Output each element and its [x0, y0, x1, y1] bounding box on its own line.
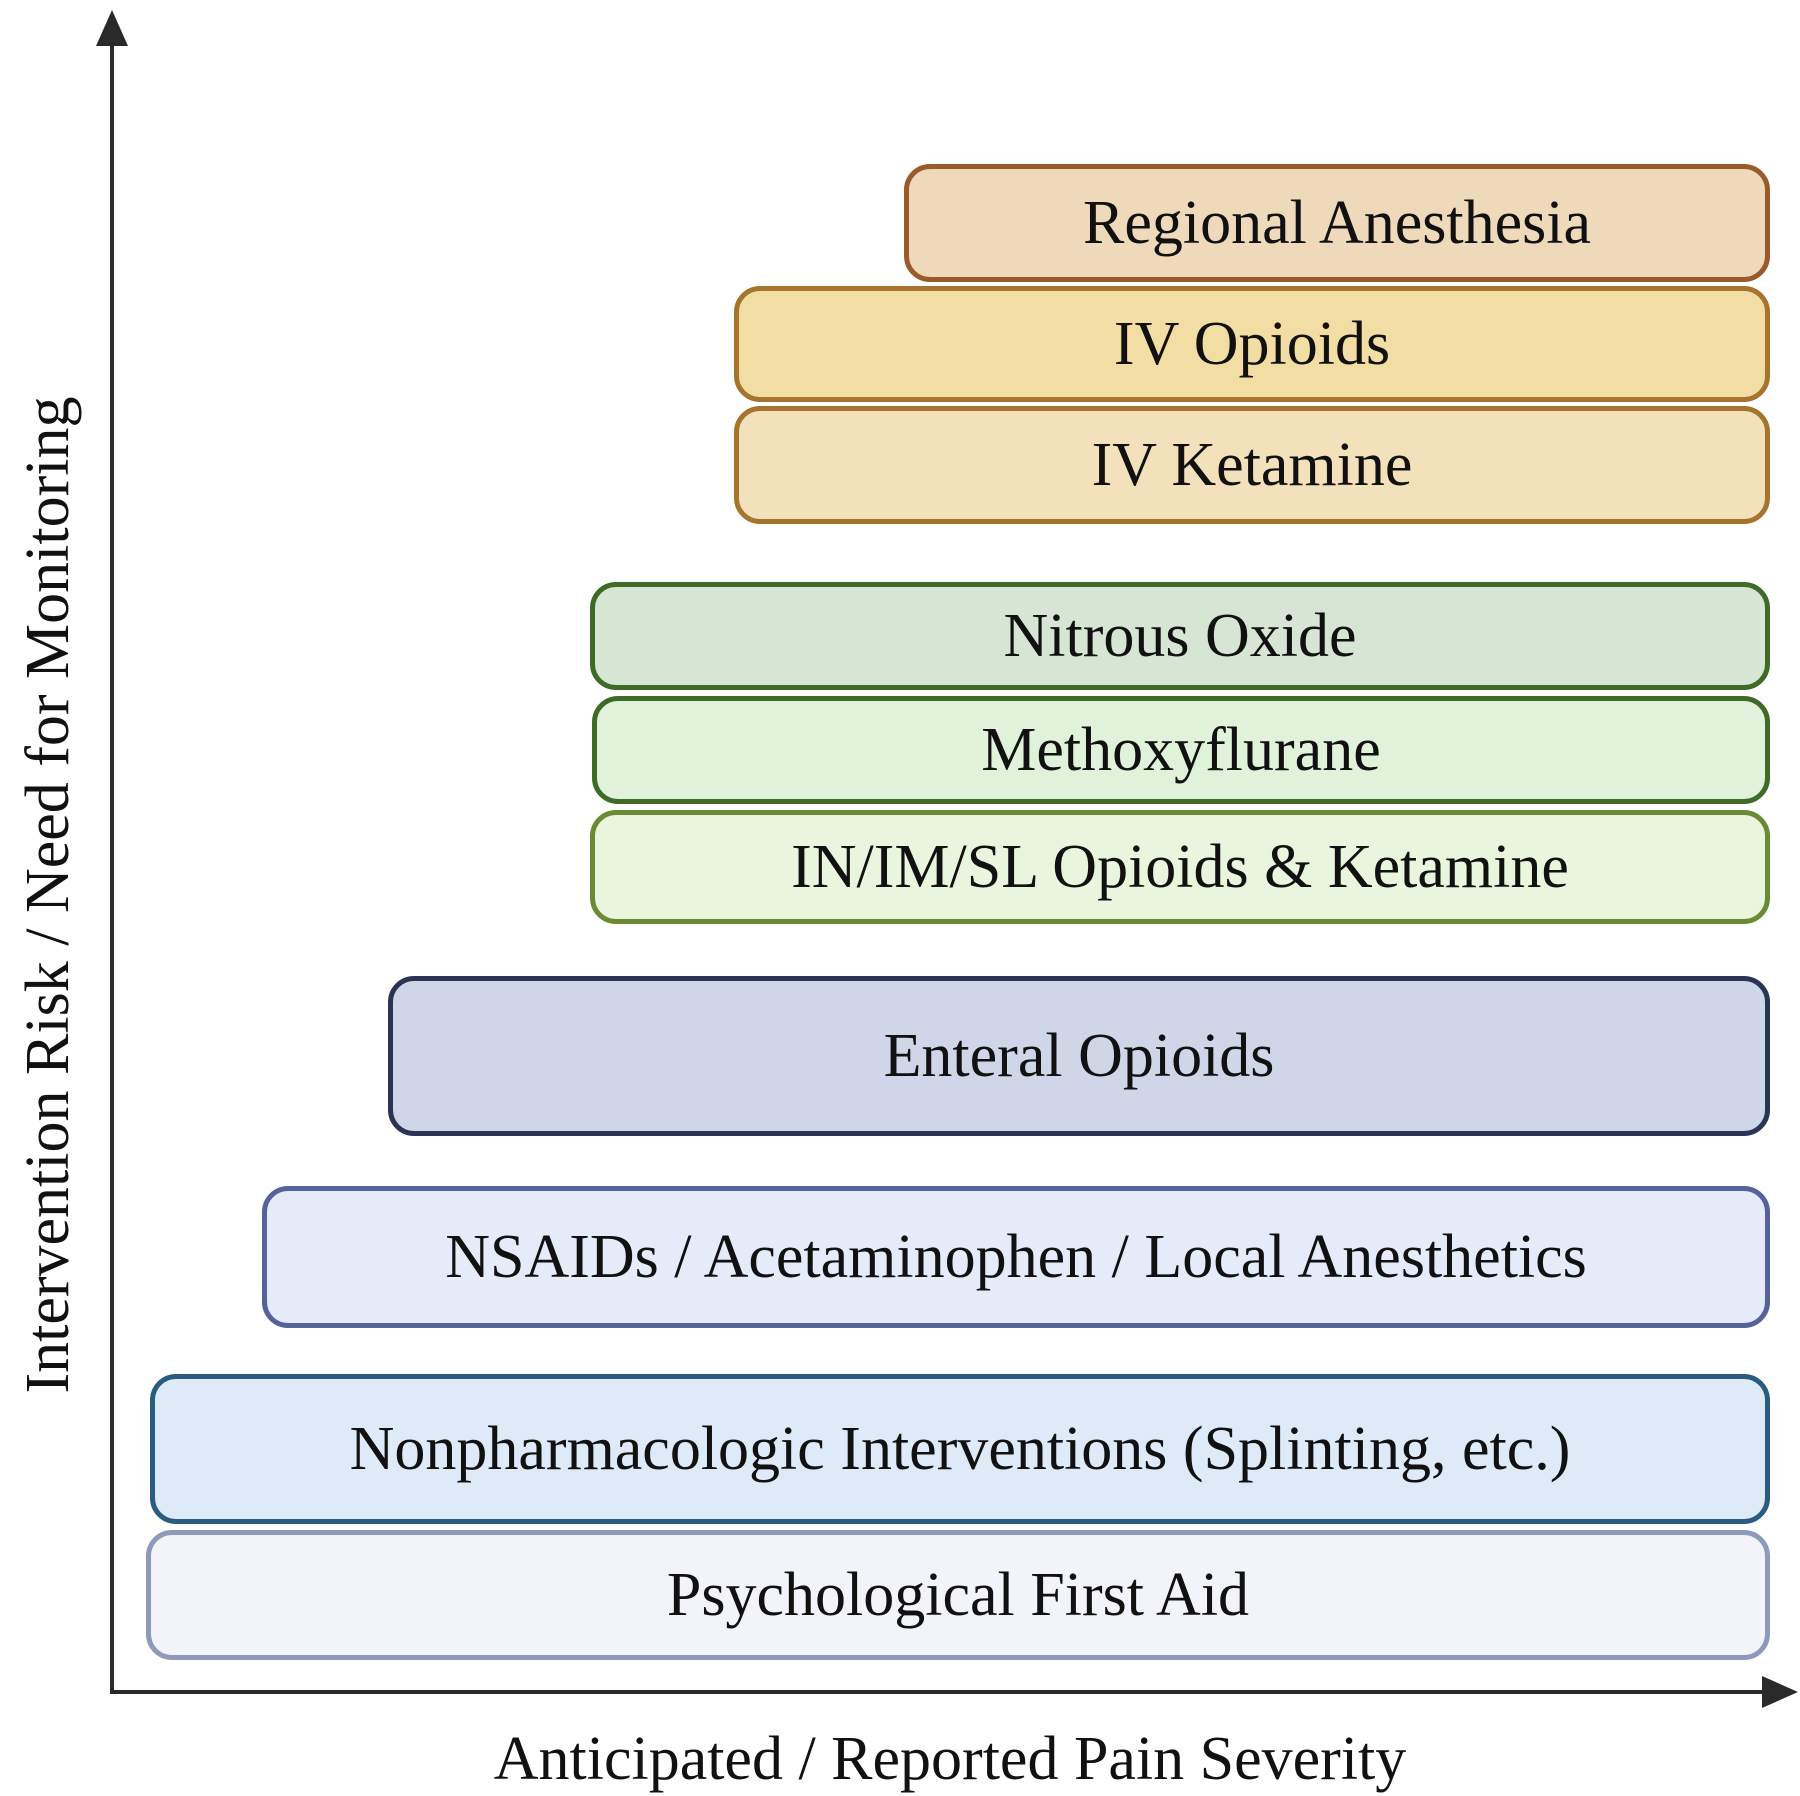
band-nsaids-acetaminophen-local-anesthetics: NSAIDs / Acetaminophen / Local Anestheti… — [262, 1186, 1770, 1328]
band-enteral-opioids: Enteral Opioids — [388, 976, 1770, 1136]
band-label: IN/IM/SL Opioids & Ketamine — [791, 833, 1569, 901]
band-label: NSAIDs / Acetaminophen / Local Anestheti… — [445, 1223, 1587, 1291]
band-regional-anesthesia: Regional Anesthesia — [904, 164, 1770, 282]
band-in-im-sl-opioids-ketamine: IN/IM/SL Opioids & Ketamine — [590, 810, 1770, 924]
band-label: Nonpharmacologic Interventions (Splintin… — [349, 1415, 1571, 1483]
band-label: IV Opioids — [1113, 310, 1391, 378]
band-label: IV Ketamine — [1091, 431, 1413, 499]
y-axis-arrow-icon — [96, 10, 128, 46]
x-axis-label: Anticipated / Reported Pain Severity — [493, 1725, 1407, 1793]
band-label: Enteral Opioids — [883, 1022, 1275, 1090]
y-axis-label-wrap: Intervention Risk / Need for Monitoring — [8, 330, 88, 1460]
band-methoxyflurane: Methoxyflurane — [592, 696, 1770, 804]
band-nitrous-oxide: Nitrous Oxide — [590, 582, 1770, 690]
band-nonpharmacologic-interventions: Nonpharmacologic Interventions (Splintin… — [150, 1374, 1770, 1524]
band-label: Regional Anesthesia — [1083, 189, 1591, 257]
band-iv-ketamine: IV Ketamine — [734, 406, 1770, 524]
band-psychological-first-aid: Psychological First Aid — [146, 1530, 1770, 1660]
band-label: Psychological First Aid — [666, 1561, 1250, 1629]
band-label: Methoxyflurane — [981, 716, 1381, 784]
y-axis-label: Intervention Risk / Need for Monitoring — [14, 396, 82, 1394]
x-axis-line — [110, 1690, 1772, 1694]
x-axis-arrow-icon — [1762, 1676, 1798, 1708]
band-label: Nitrous Oxide — [1003, 602, 1357, 670]
band-iv-opioids: IV Opioids — [734, 286, 1770, 402]
y-axis-line — [110, 38, 114, 1692]
